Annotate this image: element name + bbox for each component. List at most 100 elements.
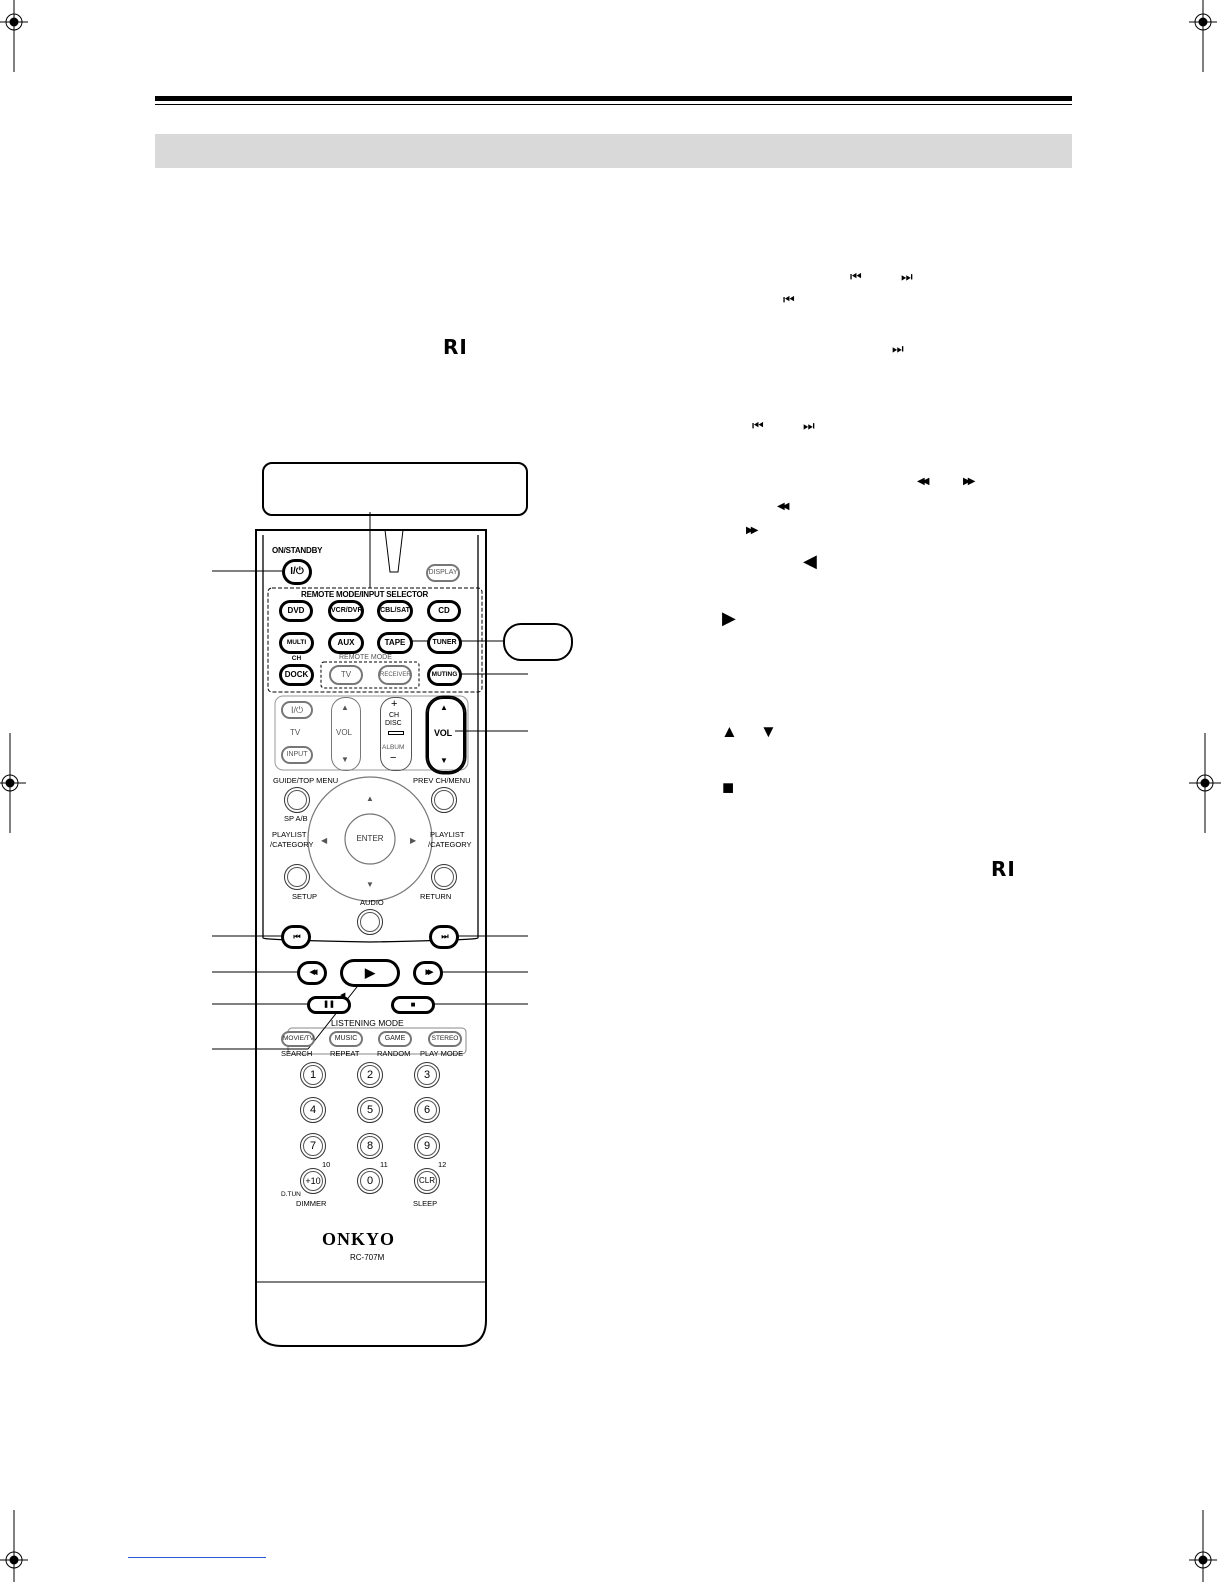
play-mode-label: PLAY MODE xyxy=(420,1049,464,1058)
listening-mode-label: LISTENING MODE xyxy=(331,1018,404,1028)
tv-vol-label: VOL xyxy=(336,728,353,737)
aux-button[interactable]: AUX xyxy=(329,633,363,653)
ch-label: CH xyxy=(389,712,400,719)
playlist-right-label: PLAYLIST xyxy=(430,830,465,839)
pause-icon: ❚❚ xyxy=(323,1001,335,1008)
vol-down-icon: ▼ xyxy=(341,755,349,764)
next-icon: ⏭ xyxy=(441,932,448,941)
play-button[interactable]: ▶ xyxy=(341,960,399,986)
volume-down-icon: ▼ xyxy=(440,756,448,765)
stop-icon: ■ xyxy=(722,777,735,799)
rewind-button[interactable]: ◀◀ xyxy=(298,962,326,984)
tv-mode-button[interactable]: TV xyxy=(329,665,363,685)
next-button[interactable]: ⏭ xyxy=(430,926,458,948)
vcr-dvr-button[interactable]: VCR/DVR xyxy=(329,601,363,621)
key-7[interactable]: 7 xyxy=(300,1133,326,1159)
game-button[interactable]: GAME xyxy=(378,1031,412,1047)
callout-box xyxy=(262,462,528,516)
key-1[interactable]: 1 xyxy=(300,1062,326,1088)
next-icon: ⏭ xyxy=(901,269,913,284)
dimmer-label: DIMMER xyxy=(296,1199,327,1208)
power-icon: I/⏻ xyxy=(290,566,304,577)
return-label: RETURN xyxy=(420,892,452,901)
nav-up-icon[interactable]: ▲ xyxy=(366,794,374,803)
up-arrow-icon: ▲ xyxy=(721,722,738,741)
vol-up-icon: ▲ xyxy=(341,703,349,712)
rewind-icon: ◀◀ xyxy=(309,969,318,976)
cbl-sat-button[interactable]: CBL/SAT xyxy=(378,601,412,621)
receiver-mode-button[interactable]: RECEIVER xyxy=(378,665,412,685)
fast-forward-icon: ▶▶ xyxy=(425,969,434,976)
pause-button[interactable]: ❚❚ xyxy=(308,997,350,1013)
key-plus-10[interactable]: +10 xyxy=(300,1168,326,1194)
tv-power-button[interactable]: I/⏻ xyxy=(281,701,313,719)
next-icon: ⏭ xyxy=(803,418,815,433)
setup-button[interactable] xyxy=(284,864,310,890)
muting-button[interactable]: MUTING xyxy=(428,665,461,685)
prev-ch-menu-button[interactable] xyxy=(431,787,457,813)
movie-tv-button[interactable]: MOVIE/TV xyxy=(281,1031,315,1047)
fast-forward-button[interactable]: ▶▶ xyxy=(414,962,442,984)
fast-forward-icon: ▶▶ xyxy=(963,476,976,487)
key-3[interactable]: 3 xyxy=(414,1062,440,1088)
ch-disc-album-rocker[interactable] xyxy=(380,697,412,771)
key-6[interactable]: 6 xyxy=(414,1097,440,1123)
key-12-label: 12 xyxy=(438,1160,447,1169)
enter-button[interactable]: ENTER xyxy=(356,834,384,843)
category-right-label: /CATEGORY xyxy=(428,840,472,849)
nav-right-icon[interactable]: ▶ xyxy=(410,836,417,845)
key-5[interactable]: 5 xyxy=(357,1097,383,1123)
key-4[interactable]: 4 xyxy=(300,1097,326,1123)
random-label: RANDOM xyxy=(377,1049,411,1058)
header-rule-thin xyxy=(155,104,1072,105)
section-heading-band xyxy=(155,134,1072,168)
ch-minus-label: − xyxy=(390,752,397,764)
stereo-button[interactable]: STEREO xyxy=(428,1031,462,1047)
tv-input-button[interactable]: INPUT xyxy=(281,746,313,764)
prev-ch-menu-label: PREV CH/MENU xyxy=(413,776,471,785)
on-standby-button[interactable]: I/⏻ xyxy=(283,560,311,584)
ri-logo-icon: RI xyxy=(991,857,1016,881)
volume-label: VOL xyxy=(434,728,452,738)
dock-button[interactable]: DOCK xyxy=(280,665,313,685)
setup-label: SETUP xyxy=(292,892,318,901)
cd-button[interactable]: CD xyxy=(428,601,460,621)
prev-icon: ⏮ xyxy=(850,269,862,284)
ch-plus-label: + xyxy=(391,698,398,710)
rewind-icon: ◀◀ xyxy=(777,501,790,512)
sp-ab-label: SP A/B xyxy=(284,814,308,823)
left-arrow-icon: ◀ xyxy=(803,551,817,571)
header-rule-thick xyxy=(155,96,1072,101)
previous-icon: ⏮ xyxy=(293,932,300,941)
playlist-left-label: PLAYLIST xyxy=(272,830,307,839)
model-label: RC-707M xyxy=(350,1253,385,1262)
next-icon: ⏭ xyxy=(892,341,904,356)
key-0[interactable]: 0 xyxy=(357,1168,383,1194)
nav-left-icon[interactable]: ◀ xyxy=(321,836,328,845)
dvd-button[interactable]: DVD xyxy=(280,601,312,621)
key-11-label: 11 xyxy=(380,1160,388,1169)
stop-button[interactable]: ■ xyxy=(392,997,434,1013)
prev-icon: ⏮ xyxy=(783,292,795,307)
return-button[interactable] xyxy=(431,864,457,890)
key-8[interactable]: 8 xyxy=(357,1133,383,1159)
on-standby-label: ON/STANDBY xyxy=(272,546,323,555)
display-button[interactable]: DISPLAY xyxy=(426,564,460,582)
volume-rocker[interactable] xyxy=(427,697,465,773)
tuner-button[interactable]: TUNER xyxy=(428,633,461,653)
music-button[interactable]: MUSIC xyxy=(329,1031,363,1047)
audio-label: AUDIO xyxy=(360,898,384,907)
key-clr[interactable]: CLR xyxy=(414,1168,440,1194)
tv-vol-rocker[interactable] xyxy=(331,697,361,771)
tape-button[interactable]: TAPE xyxy=(378,633,412,653)
footer-link-underline[interactable] xyxy=(128,1557,266,1558)
nav-down-icon[interactable]: ▼ xyxy=(366,880,374,889)
key-2[interactable]: 2 xyxy=(357,1062,383,1088)
guide-top-menu-button[interactable] xyxy=(284,787,310,813)
audio-button[interactable] xyxy=(357,909,383,935)
play-icon: ▶ xyxy=(722,608,736,628)
album-label: ALBUM xyxy=(382,744,405,751)
key-9[interactable]: 9 xyxy=(414,1133,440,1159)
previous-button[interactable]: ⏮ xyxy=(282,926,310,948)
multi-ch-button[interactable]: MULTI CH xyxy=(280,633,313,662)
